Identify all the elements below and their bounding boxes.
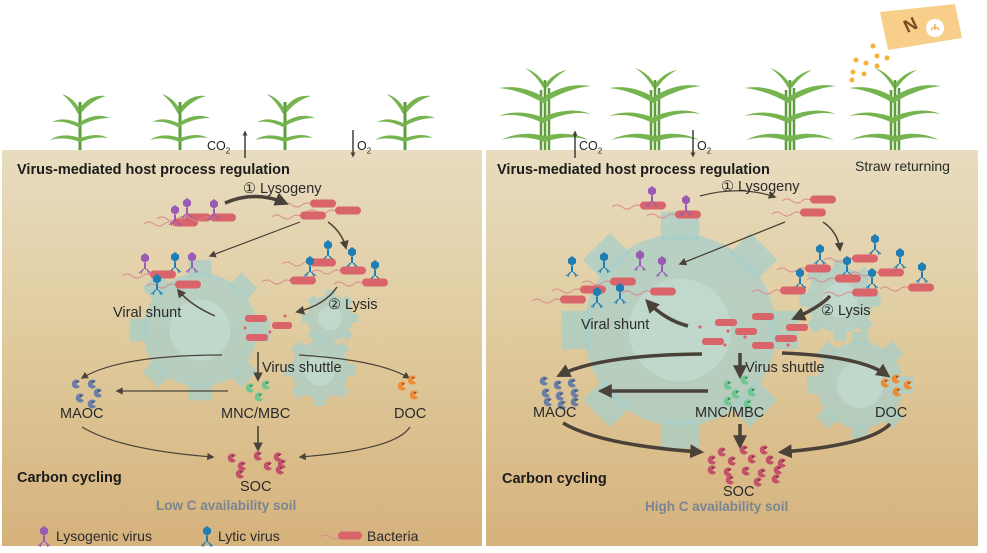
high-virus-shuttle-label: Virus shuttle xyxy=(745,360,825,376)
low-co2-label: CO2 xyxy=(207,139,231,156)
legend-lysogenic-virus: Lysogenic virus xyxy=(56,528,152,544)
low-process-arrows xyxy=(80,192,411,461)
high-co2-label: CO2 xyxy=(579,139,603,156)
low-lysogenic-infection xyxy=(143,197,237,227)
high-mnc-mbc-label: MNC/MBC xyxy=(695,405,765,421)
high-o2-label: O2 xyxy=(697,139,712,156)
straw-returning-label: Straw returning xyxy=(855,158,950,174)
low-lysis-label: ② Lysis xyxy=(328,297,378,313)
low-carbon-cycling-label: Carbon cycling xyxy=(17,470,122,486)
high-soc-label: SOC xyxy=(723,484,755,500)
high-soc-particles xyxy=(707,445,786,487)
low-maoc-label: MAOC xyxy=(60,406,104,422)
high-soil-type-label: High C availability soil xyxy=(645,499,789,514)
high-carbon-cycling-label: Carbon cycling xyxy=(502,471,607,487)
low-mnc-particles xyxy=(245,380,270,402)
high-viral-shunt-label: Viral shunt xyxy=(581,317,650,333)
legend-icons xyxy=(37,525,362,548)
low-mnc-mbc-label: MNC/MBC xyxy=(221,406,291,422)
low-soc-label: SOC xyxy=(240,479,272,495)
low-lysogeny-label: ① Lysogeny xyxy=(243,181,322,197)
high-lysis-label: ② Lysis xyxy=(821,303,871,319)
legend-bacteria: Bacteria xyxy=(367,528,419,544)
low-lytic-infection xyxy=(261,239,389,287)
low-doc-particles xyxy=(397,375,418,400)
low-maoc-particles xyxy=(71,379,102,409)
low-o2-label: O2 xyxy=(357,139,372,156)
plants-high xyxy=(497,66,943,152)
low-soil-type-label: Low C availability soil xyxy=(156,498,297,513)
low-virus-shuttle-label: Virus shuttle xyxy=(262,360,342,376)
high-prophage-bacteria xyxy=(771,195,837,217)
high-lysogenic-infection xyxy=(611,185,702,219)
low-prophage-bacteria xyxy=(271,199,362,220)
high-doc-label: DOC xyxy=(875,405,908,421)
gas-arrows xyxy=(242,130,696,158)
high-lysogeny-label: ① Lysogeny xyxy=(721,179,800,195)
plants-low xyxy=(48,92,437,152)
low-soc-particles xyxy=(227,451,286,479)
legend-lytic-virus: Lytic virus xyxy=(218,528,280,544)
high-process-arrows xyxy=(556,190,892,459)
high-maoc-label: MAOC xyxy=(533,405,577,421)
high-panel-header: Virus-mediated host process regulation xyxy=(497,162,770,178)
low-doc-label: DOC xyxy=(394,406,427,422)
gears-low xyxy=(129,259,359,406)
low-panel-header: Virus-mediated host process regulation xyxy=(17,162,290,178)
fertilizer-granules xyxy=(849,43,890,83)
low-lysed-cells xyxy=(243,314,292,341)
low-viral-shunt-label: Viral shunt xyxy=(113,305,182,321)
fertilizer-bag-icon xyxy=(880,4,962,50)
high-lysed-cells xyxy=(698,313,808,349)
